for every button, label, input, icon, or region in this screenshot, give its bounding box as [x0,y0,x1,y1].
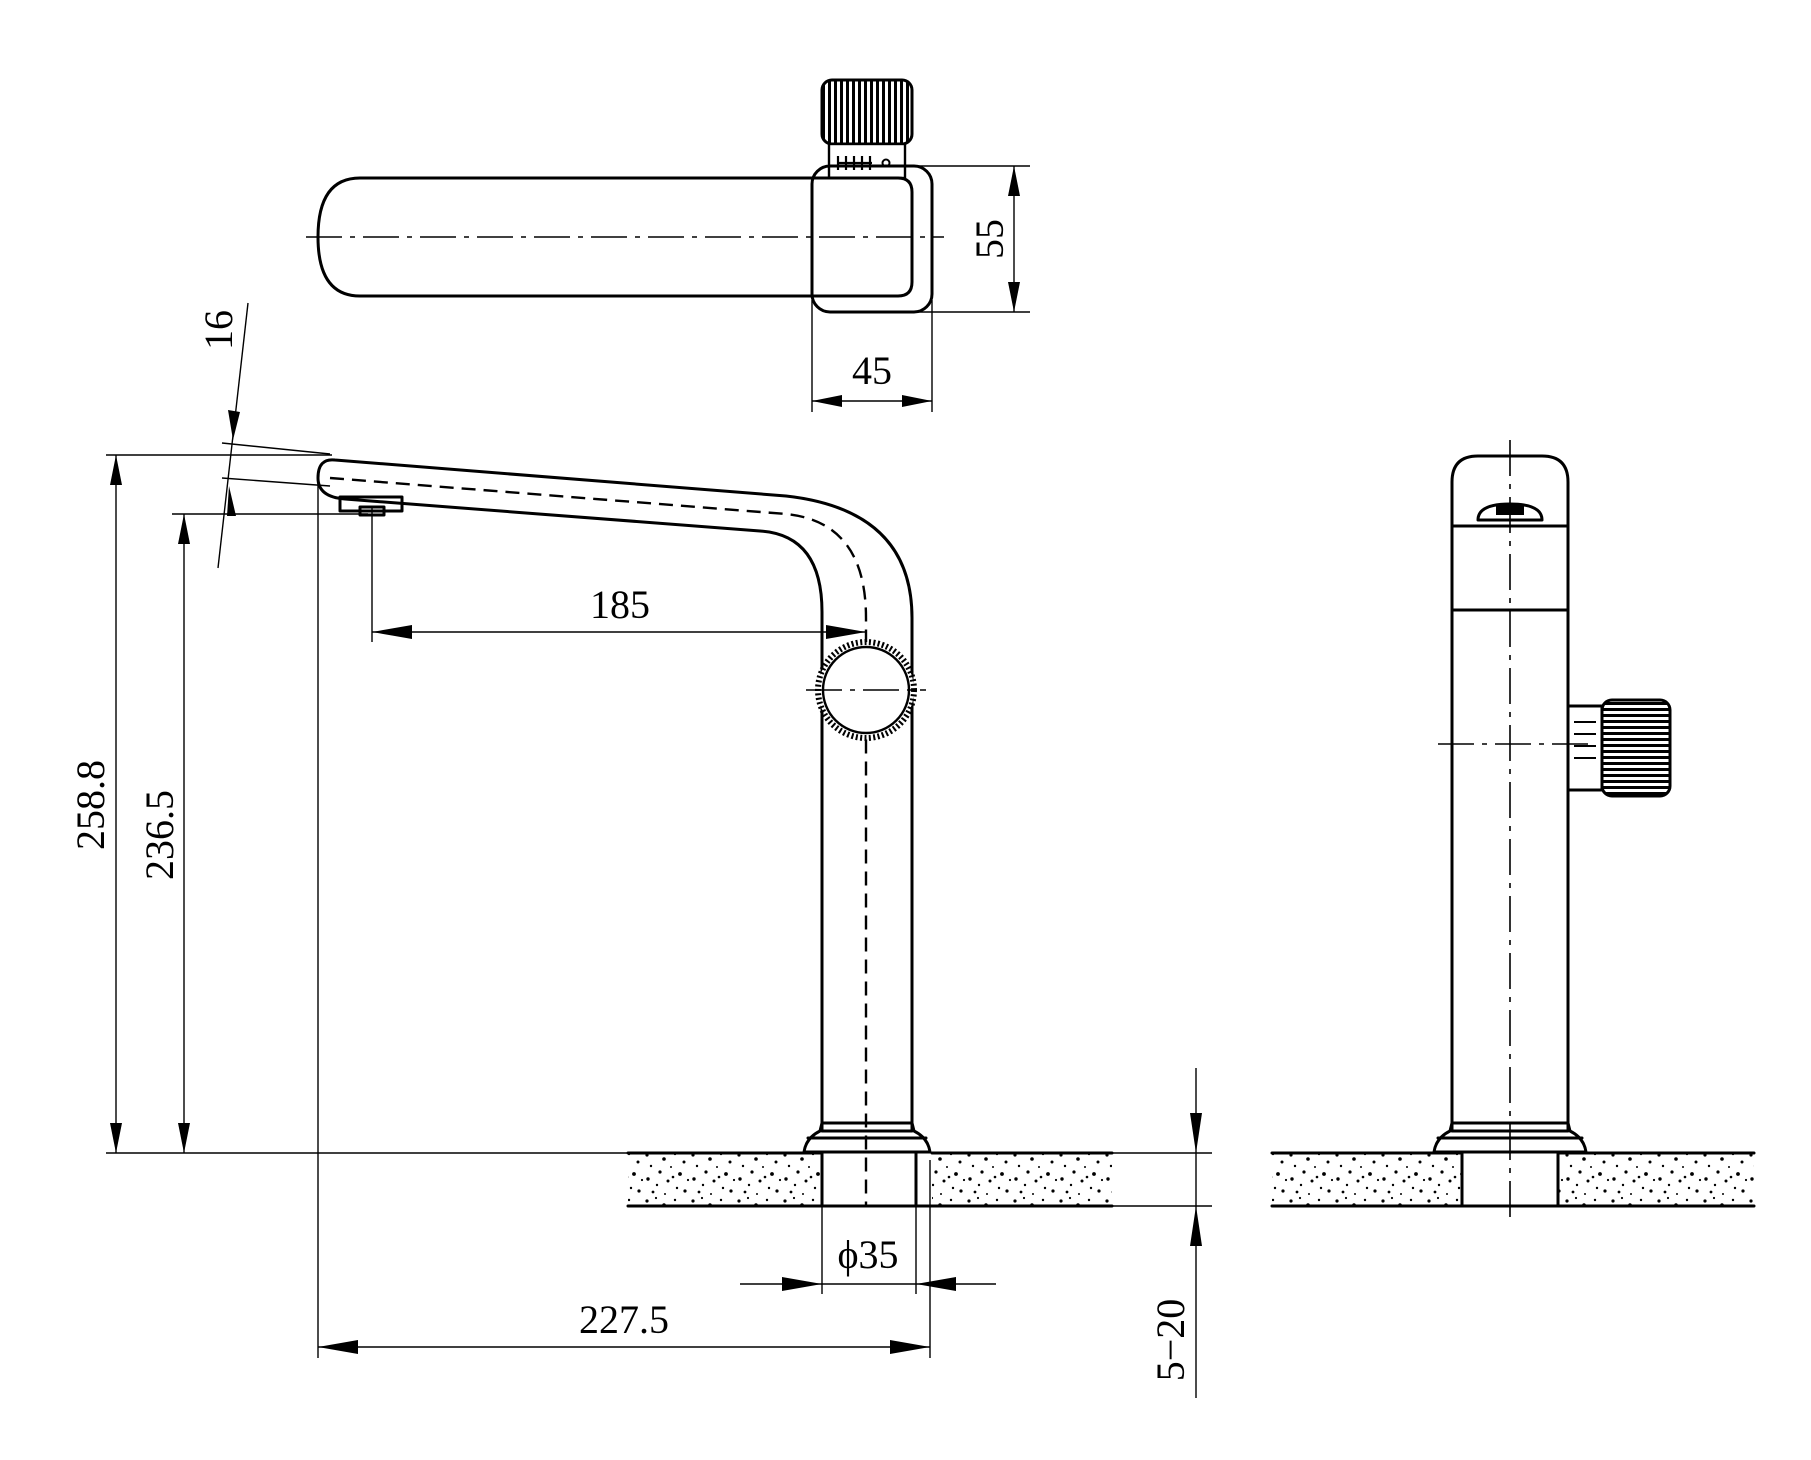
dim-label-185: 185 [590,582,650,627]
dim-label-45: 45 [852,348,892,393]
dim-label-227-5: 227.5 [579,1297,669,1342]
top-view: 55 45 [306,78,1030,412]
dim-label-258-8: 258.8 [68,760,113,850]
side-spout-outline [316,458,914,1133]
end-handle-knob [1600,698,1672,798]
arrow-5-20-bottom [1190,1206,1202,1246]
arrow-185-right [826,625,866,639]
top-body-base [810,164,934,314]
end-countertop-left [1272,1153,1462,1206]
arrow-45-left [812,395,842,407]
end-collar-marks [1574,721,1596,759]
dim-label-16: 16 [196,310,241,350]
side-countertop-left [628,1153,822,1206]
side-view: 16 258.8 236.5 185 227.5 ϕ35 [68,302,1212,1398]
end-countertop-right [1558,1153,1754,1206]
top-handle-collar [827,142,907,180]
arrow-55-top [1008,166,1020,196]
arrow-227-left [318,1340,358,1354]
side-countertop-right [932,1153,1112,1206]
arrow-5-20-top [1190,1113,1202,1153]
side-hidden-path [329,476,868,1206]
arrow-227-right [890,1340,930,1354]
top-spout-outline [316,176,914,298]
arrow-45-right [902,395,932,407]
end-view [1270,440,1756,1218]
ext-line-16-bottom [221,477,331,487]
side-base-flange [802,1121,932,1154]
end-body-outline [1450,454,1570,1133]
end-base-flange [1432,1121,1588,1154]
arrow-55-bottom [1008,282,1020,312]
arrow-258-top [110,455,122,485]
dim-label-35: ϕ35 [837,1232,898,1277]
dim-label-5-20: 5−20 [1148,1299,1193,1382]
dim-label-55: 55 [967,219,1012,259]
dim-label-236-5: 236.5 [137,790,182,880]
ext-line-16-top [221,442,331,455]
arrow-35-right [916,1277,956,1291]
arrow-16-top [228,410,240,440]
end-handle-collar [1566,704,1604,792]
arrow-16-bottom [227,486,236,516]
top-handle-knob [820,78,914,146]
side-aerator [338,495,404,513]
arrow-185-left [372,625,412,639]
arrow-258-bottom [110,1123,122,1153]
arrow-35-left [782,1277,822,1291]
arrow-236-top [178,514,190,544]
arrow-236-bottom [178,1123,190,1153]
top-collar-marks [836,156,872,170]
